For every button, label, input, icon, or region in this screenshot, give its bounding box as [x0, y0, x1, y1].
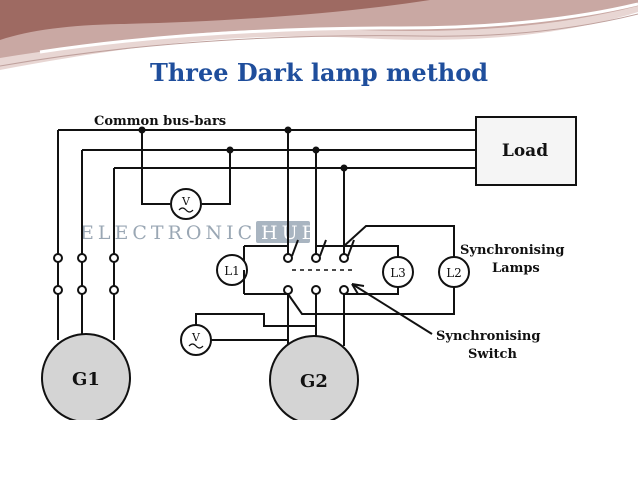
svg-text:ELECTRONICS: ELECTRONICS — [80, 222, 273, 244]
svg-text:HUB: HUB — [261, 222, 320, 244]
svg-text:G2: G2 — [300, 371, 328, 392]
watermark: ELECTRONICS HUB — [80, 221, 320, 244]
svg-text:L2: L2 — [446, 266, 462, 280]
load-box: Load — [475, 116, 577, 186]
bus-voltmeter: V — [141, 130, 231, 220]
svg-text:V: V — [181, 195, 191, 208]
svg-text:V: V — [191, 331, 201, 344]
switch-label: Synchronising Switch — [351, 283, 540, 362]
svg-text:Synchronising: Synchronising — [436, 329, 540, 344]
svg-text:L1: L1 — [224, 264, 240, 278]
generator-voltmeter: V — [180, 313, 316, 356]
svg-text:G1: G1 — [72, 369, 100, 390]
bus-bars-label: Common bus-bars — [94, 114, 226, 129]
svg-text:L3: L3 — [390, 266, 406, 280]
bus-bars — [53, 126, 476, 340]
svg-text:Synchronising: Synchronising — [460, 243, 564, 258]
generator-g1: G1 — [41, 333, 131, 420]
svg-text:Lamps: Lamps — [492, 261, 540, 276]
svg-text:Load: Load — [502, 141, 548, 161]
circuit-diagram: ELECTRONICS HUB Common bus-bars Load V — [41, 114, 577, 420]
slide-title: Three Dark lamp method — [149, 58, 489, 87]
svg-text:Switch: Switch — [468, 347, 517, 362]
lamp-l2: L2 — [287, 225, 470, 315]
lamp-l1: L1 — [216, 245, 288, 295]
lamp-l3: L3 — [316, 245, 414, 295]
lamps-label: Synchronising Lamps — [460, 243, 564, 276]
generator-g2: G2 — [269, 335, 359, 420]
header-banner — [0, 0, 638, 70]
